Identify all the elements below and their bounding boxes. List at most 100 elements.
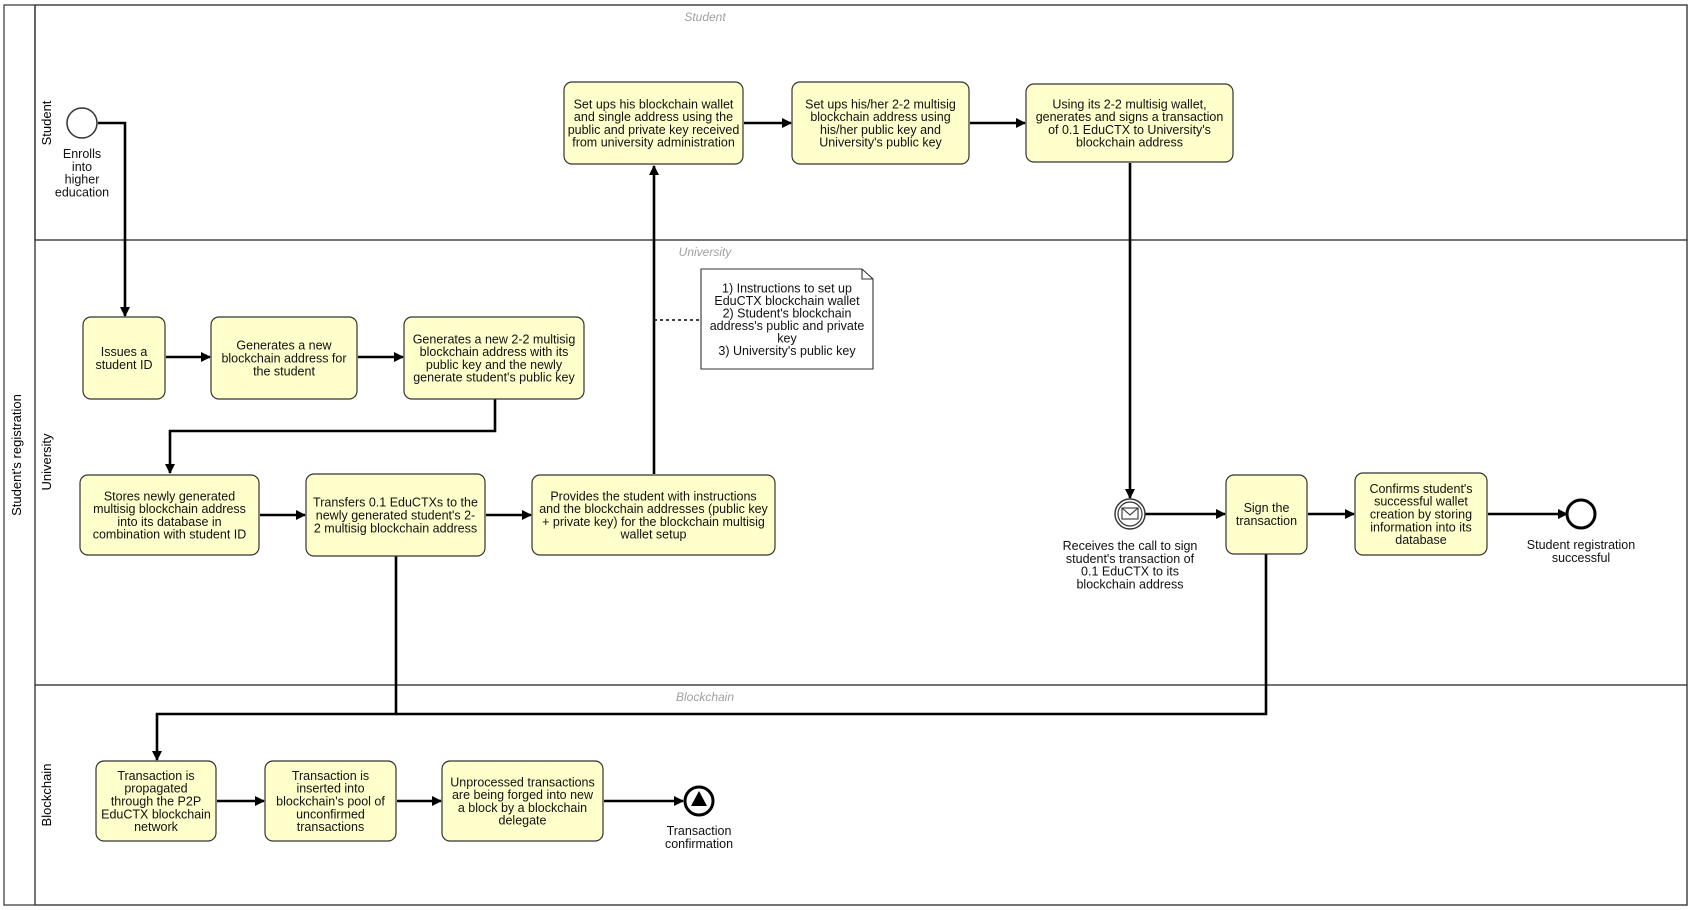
- label-line: information into its: [1370, 520, 1471, 534]
- label-line: generate student's public key: [413, 371, 575, 385]
- label-line: successful: [1552, 551, 1610, 565]
- lane-watermark-blockchain: Blockchain: [676, 690, 734, 704]
- label-line: Enrolls: [63, 147, 101, 161]
- lane-watermark-university: University: [679, 245, 733, 259]
- label-line: his/her public key and: [820, 123, 941, 137]
- label-line: newly generated student's 2-: [316, 509, 475, 523]
- message-intermediate-event[interactable]: [1114, 498, 1146, 530]
- label-line: a block by a blockchain: [458, 801, 587, 815]
- label-line: and single address using the: [574, 110, 733, 124]
- start-event[interactable]: [66, 107, 98, 139]
- label-line: public key and the newly: [426, 358, 563, 372]
- task-sign-transaction-student[interactable]: Using its 2-2 multisig wallet,generates …: [1025, 83, 1234, 163]
- label-line: generates and signs a transaction: [1036, 110, 1224, 124]
- label-line: wallet setup: [619, 528, 686, 542]
- label-line: Unprocessed transactions: [450, 775, 595, 789]
- pool-title: Student's registration: [9, 394, 24, 516]
- lane-title-student: Student: [39, 100, 54, 145]
- flow-transfer-to-propagate: [152, 556, 398, 761]
- label-line: Issues a: [101, 345, 148, 359]
- label-line: delegate: [499, 814, 547, 828]
- label-line: from university administration: [572, 136, 735, 150]
- label-line: 0.1 EduCTX to its: [1081, 565, 1179, 579]
- label-line: into its database in: [117, 515, 221, 529]
- label-line: through the P2P: [111, 795, 201, 809]
- label-line: higher: [65, 173, 100, 187]
- label-line: are being forged into new: [452, 788, 594, 802]
- label-line: Transaction: [667, 824, 732, 838]
- label-line: Transaction is: [117, 769, 194, 783]
- label-line: Receives the call to sign: [1063, 539, 1198, 553]
- label-line: blockchain address: [1076, 577, 1183, 591]
- envelope-icon: [1121, 507, 1139, 520]
- label-line: Confirms student's: [1369, 482, 1472, 496]
- label-line: student's transaction of: [1066, 552, 1195, 566]
- label-line: Generates a new 2-2 multisig: [413, 332, 576, 346]
- label-line: University's public key: [819, 136, 942, 150]
- label-line: unconfirmed: [296, 807, 365, 821]
- label-line: Transaction is: [292, 769, 369, 783]
- triangle-icon: [691, 791, 707, 806]
- label-line: transactions: [297, 820, 364, 834]
- label-line: Student registration: [1527, 538, 1635, 552]
- label-line: blockchain address using: [810, 110, 950, 124]
- label-line: into: [72, 160, 92, 174]
- label-line: inserted into: [296, 782, 364, 796]
- label-line: and the blockchain addresses (public key: [539, 502, 768, 516]
- lane-title-blockchain: Blockchain: [39, 764, 54, 827]
- end-event-success[interactable]: [1565, 498, 1597, 530]
- label-line: Sign the: [1244, 501, 1290, 515]
- label-line: blockchain address with its: [420, 345, 569, 359]
- label-line: education: [55, 185, 109, 199]
- label-line: Stores newly generated: [104, 489, 235, 503]
- label-line: propagated: [124, 782, 187, 796]
- signal-end-event[interactable]: [683, 785, 715, 817]
- flow-sign-the-tx-to-propagate: [396, 554, 1268, 716]
- label-line: creation by storing: [1370, 508, 1472, 522]
- label-line: 1) Instructions to set up: [722, 281, 852, 295]
- label-line: Set ups his/her 2-2 multisig: [805, 97, 956, 111]
- lane-watermark-student: Student: [684, 10, 726, 24]
- label-line: Using its 2-2 multisig wallet,: [1052, 97, 1206, 111]
- label-line: blockchain's pool of: [276, 795, 385, 809]
- label-line: transaction: [1236, 514, 1297, 528]
- lane-blockchain: Blockchain Blockchain: [34, 684, 1688, 906]
- label-line: the student: [253, 364, 315, 378]
- label-line: EduCTX blockchain wallet: [714, 294, 860, 308]
- label-line: EduCTX blockchain: [101, 807, 211, 821]
- label-line: student ID: [96, 358, 153, 372]
- label-line: of 0.1 EduCTX to University's: [1048, 123, 1211, 137]
- flow-gen-multisig-to-store: [165, 399, 497, 474]
